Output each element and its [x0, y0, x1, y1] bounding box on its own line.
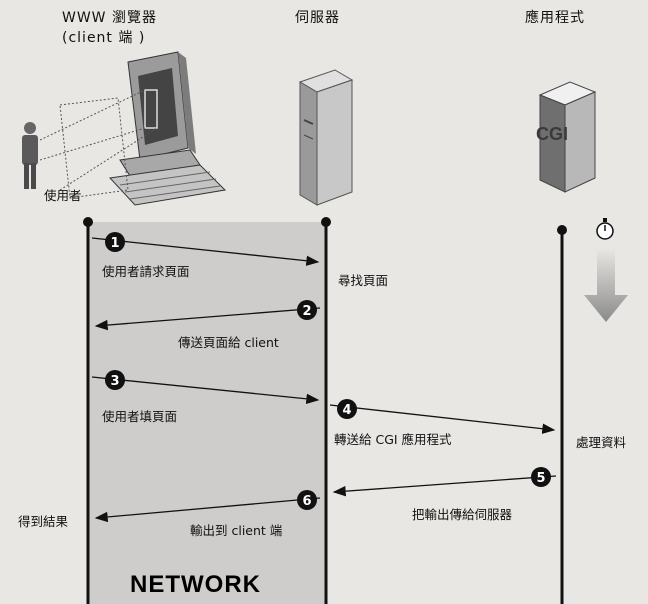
- step-4-badge: [337, 399, 357, 419]
- step-1-arrow: 1: [91, 232, 320, 266]
- step-4-arrow: 4: [329, 399, 556, 434]
- step-2-arrow: 2: [94, 300, 321, 331]
- step-3-number: 3: [111, 374, 120, 389]
- step-5-number: 5: [537, 471, 546, 486]
- find-page-label: 尋找頁面: [338, 273, 388, 288]
- server-header: 伺服器: [295, 10, 340, 26]
- browser-header: WWW 瀏覽器: [62, 10, 157, 26]
- step-2-badge: [297, 300, 317, 320]
- stopwatch-icon: [596, 218, 614, 240]
- step-6-number: 6: [303, 494, 312, 509]
- cgi-label: CGI: [536, 124, 568, 144]
- app-lifeline-top: [557, 225, 567, 235]
- app-header: 應用程式: [525, 9, 585, 26]
- process-data-label: 處理資料: [576, 435, 627, 450]
- result-label: 得到結果: [18, 514, 69, 529]
- step-1-label: 使用者請求頁面: [102, 264, 190, 279]
- step-6-arrow: 6: [94, 490, 321, 523]
- step-6-badge: [297, 490, 317, 510]
- step-1-number: 1: [111, 236, 120, 251]
- step-3-label: 使用者填頁面: [102, 409, 177, 424]
- step-5-badge: [531, 467, 551, 487]
- step-2-number: 2: [303, 304, 312, 319]
- user-figure-icon: [22, 122, 38, 189]
- step-6-label: 輸出到 client 端: [190, 523, 282, 538]
- step-3-arrow: 3: [91, 370, 320, 404]
- step-4-label: 轉送給 CGI 應用程式: [334, 432, 452, 447]
- user-label: 使用者: [44, 188, 82, 203]
- server-icon: [298, 69, 354, 206]
- network-label: NETWORK: [130, 571, 261, 598]
- step-5-label: 把輸出傳給伺服器: [412, 507, 513, 522]
- step-1-badge: [105, 232, 125, 252]
- processing-arrow: [584, 248, 628, 322]
- network-region: [88, 222, 326, 604]
- step-5-arrow: 5: [332, 467, 557, 497]
- cgi-application-icon: CGI: [536, 81, 597, 193]
- step-3-badge: [105, 370, 125, 390]
- client-lifeline-top: [83, 217, 93, 227]
- computer-icon: [39, 51, 227, 206]
- browser-header-sub: (client 端 ): [62, 30, 145, 46]
- server-lifeline-top: [321, 217, 331, 227]
- step-4-number: 4: [343, 403, 352, 418]
- step-2-label: 傳送頁面給 client: [178, 335, 279, 350]
